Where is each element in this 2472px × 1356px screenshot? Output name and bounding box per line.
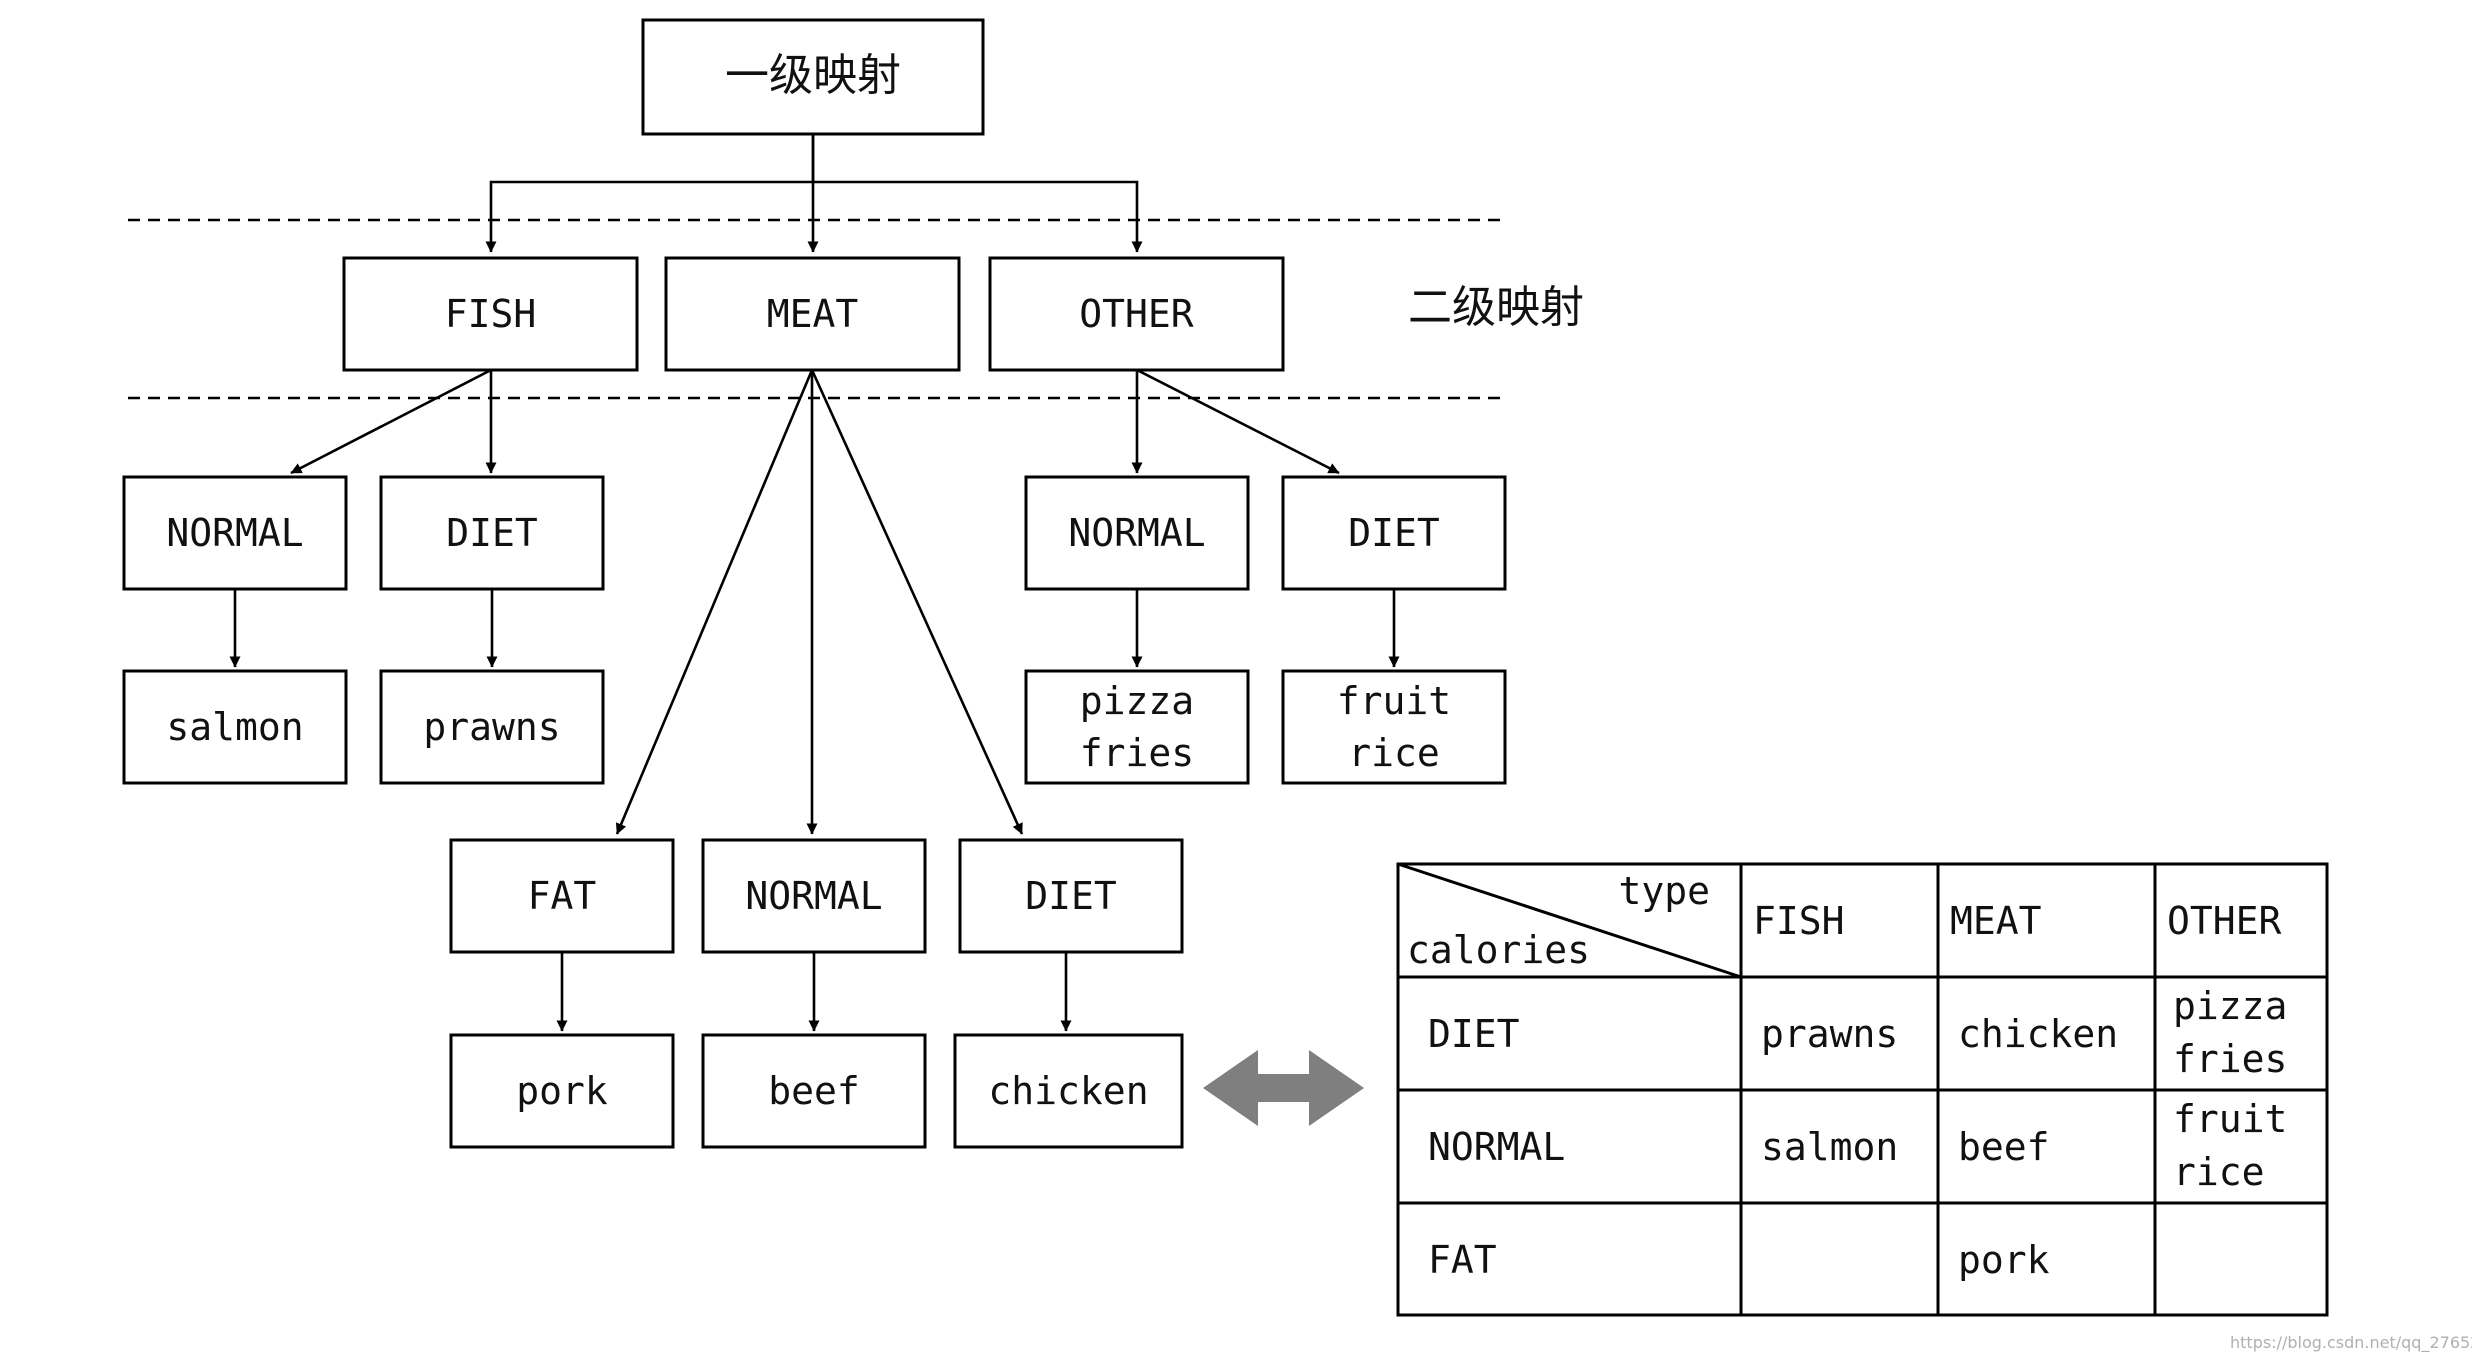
node-box (449, 838, 675, 954)
table-corner-calories: calories (1407, 928, 1590, 972)
edge-fish-normal (290, 368, 492, 475)
node-box (664, 256, 961, 372)
node-box (449, 1033, 675, 1149)
table-cell: beef (1958, 1125, 2050, 1169)
node-label: beef (768, 1069, 860, 1113)
table-row-header: NORMAL (1428, 1125, 1565, 1169)
table-corner-type: type (1618, 869, 1710, 913)
edge-root-fish (485, 134, 815, 253)
node-label: fruit (1337, 679, 1451, 723)
node-meat: MEAT (664, 256, 961, 372)
table-cell: fries (2173, 1037, 2287, 1081)
node-box (701, 1033, 927, 1149)
node-label: chicken (988, 1069, 1148, 1113)
level2-mapping-label: 二级映射 (1408, 282, 1584, 333)
watermark: https://blog.csdn.net/qq_27652093 (2230, 1333, 2472, 1353)
node-box (641, 18, 985, 136)
node-beef: beef (701, 1033, 927, 1149)
node-meat-normal: NORMAL (701, 838, 927, 954)
table-row-header: FAT (1428, 1238, 1497, 1282)
node-meat-fat: FAT (449, 838, 675, 954)
tree-nodes: 一级映射 FISH MEAT OTHER NORMAL DIET NORMAL DIET FAT… (122, 18, 1507, 1149)
node-box (342, 256, 639, 372)
node-prawns: prawns (379, 669, 605, 785)
edge-meat-diet (810, 369, 1024, 835)
node-box (122, 669, 348, 785)
node-fish-normal: NORMAL (122, 475, 348, 591)
node-box (1024, 669, 1250, 785)
table-cell: rice (2173, 1150, 2265, 1194)
node-box (379, 669, 605, 785)
node-label: rice (1348, 731, 1440, 775)
node-label: MEAT (767, 292, 859, 336)
node-other: OTHER (988, 256, 1285, 372)
node-root: 一级映射 (641, 18, 985, 136)
node-box (1281, 475, 1507, 591)
table-cell: pizza (2173, 984, 2287, 1028)
edge-root-other (813, 180, 1143, 253)
node-label: NORMAL (166, 511, 303, 555)
table-cell: pork (1958, 1238, 2050, 1282)
table-cell: prawns (1761, 1012, 1898, 1056)
node-label: salmon (166, 705, 303, 749)
node-fruit-rice: fruit rice (1281, 669, 1507, 785)
node-box (988, 256, 1285, 372)
node-label: pizza (1080, 679, 1194, 723)
node-pizza-fries: pizza fries (1024, 669, 1250, 785)
node-box (1024, 475, 1250, 591)
node-box (379, 475, 605, 591)
node-label: DIET (1025, 874, 1117, 918)
node-box (958, 838, 1184, 954)
node-meat-diet: DIET (958, 838, 1184, 954)
table-cell: chicken (1958, 1012, 2118, 1056)
node-other-normal: NORMAL (1024, 475, 1250, 591)
table-column-header: FISH (1753, 899, 1845, 943)
node-box (122, 475, 348, 591)
table-cell: fruit (2173, 1097, 2287, 1141)
node-fish-diet: DIET (379, 475, 605, 591)
node-label: DIET (446, 511, 538, 555)
table-column-header: OTHER (2167, 899, 2282, 943)
node-label: FAT (528, 874, 597, 918)
table-column-header: MEAT (1950, 899, 2042, 943)
node-box (953, 1033, 1184, 1149)
tree-edges (229, 134, 1400, 1032)
node-label: DIET (1348, 511, 1440, 555)
node-label: pork (516, 1069, 608, 1113)
bidirectional-arrow-icon (1203, 1050, 1364, 1126)
node-box (1281, 669, 1507, 785)
table-cell: salmon (1761, 1125, 1898, 1169)
node-box (701, 838, 927, 954)
table-corner-diagonal (1397, 862, 1742, 979)
table-row-header: DIET (1428, 1012, 1520, 1056)
mapping-table: type calories FISH MEAT OTHER DIET prawns chick… (1396, 862, 2329, 1317)
edge-meat-fat (615, 369, 814, 835)
node-label: OTHER (1079, 292, 1194, 336)
node-fish: FISH (342, 256, 639, 372)
node-other-diet: DIET (1281, 475, 1507, 591)
node-label: FISH (445, 292, 537, 336)
node-label: 一级映射 (725, 50, 901, 101)
node-chicken: chicken (953, 1033, 1184, 1149)
node-pork: pork (449, 1033, 675, 1149)
node-label: NORMAL (1068, 511, 1205, 555)
node-label: fries (1080, 731, 1194, 775)
edge-other-diet (1136, 368, 1340, 475)
node-label: NORMAL (745, 874, 882, 918)
node-salmon: salmon (122, 669, 348, 785)
node-label: prawns (423, 705, 560, 749)
